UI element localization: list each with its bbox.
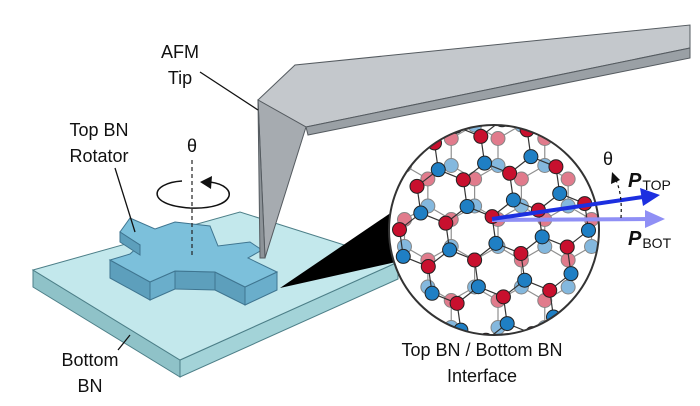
boron-atom <box>490 131 506 146</box>
theta-vector-label: θ <box>603 149 613 169</box>
boron-atom <box>495 289 511 305</box>
interface-lens <box>388 124 600 336</box>
interface-label-line1: Top BN / Bottom BN <box>401 340 562 360</box>
boron-atom <box>409 178 425 194</box>
top-bn-rotator <box>108 217 279 306</box>
p-bot-label: PBOT <box>628 228 672 251</box>
nitrogen-atom <box>523 149 539 165</box>
nitrogen-atom <box>560 279 576 295</box>
boron-atom <box>548 159 564 175</box>
nitrogen-atom <box>494 125 510 128</box>
p-top-label: PTOP <box>628 170 671 193</box>
boron-atom <box>449 295 465 311</box>
boron-atom <box>559 239 575 255</box>
interface-label-line2: Interface <box>447 366 517 386</box>
boron-atom <box>502 165 518 181</box>
nitrogen-atom <box>563 266 579 282</box>
nitrogen-atom <box>442 242 458 258</box>
bottom-label-line2: BN <box>77 376 102 396</box>
boron-atom <box>542 282 558 298</box>
boron-atom <box>420 259 436 275</box>
nitrogen-atom <box>499 316 515 332</box>
nitrogen-atom <box>517 272 533 288</box>
nitrogen-atom <box>459 199 475 215</box>
nitrogen-atom <box>552 185 568 201</box>
boron-atom <box>455 172 471 188</box>
nitrogen-atom <box>534 229 550 245</box>
boron-atom <box>392 222 408 238</box>
boron-atom <box>473 128 489 144</box>
nitrogen-atom <box>477 155 493 171</box>
nitrogen-atom <box>395 248 411 264</box>
boron-atom <box>560 171 576 187</box>
afm-label-line1: AFM <box>161 42 199 62</box>
magnifier-wedge <box>280 212 396 288</box>
nitrogen-atom <box>443 158 459 173</box>
nitrogen-atom <box>396 158 412 173</box>
nitrogen-atom <box>488 235 504 251</box>
theta-arrow-icon <box>611 172 620 184</box>
afm-tip <box>257 24 691 259</box>
nitrogen-atom <box>470 279 486 295</box>
p-bot-arrowhead-icon <box>645 210 665 228</box>
p-top-arrowhead-icon <box>640 188 660 206</box>
boron-atom <box>513 245 529 261</box>
theta-axis-label: θ <box>187 136 197 156</box>
rotation-arrow-icon <box>200 176 212 189</box>
p-top-arrow <box>491 195 644 221</box>
bottom-label-line1: Bottom <box>61 350 118 370</box>
boron-atom <box>478 332 494 335</box>
p-bot-arrow <box>491 217 651 222</box>
afm-label-line2: Tip <box>168 68 192 88</box>
rotator-label-line1: Top BN <box>69 120 128 140</box>
boron-atom <box>438 215 454 231</box>
nitrogen-atom <box>430 162 446 178</box>
boron-atom <box>467 252 483 268</box>
nitrogen-atom <box>424 285 440 301</box>
nitrogen-atom <box>580 222 596 238</box>
polarization-vectors <box>491 172 665 228</box>
nitrogen-atom <box>413 205 429 221</box>
rotation-indicator <box>156 160 230 255</box>
leader-lines <box>114 71 259 351</box>
nitrogen-atom <box>505 192 521 208</box>
rotator-label-line2: Rotator <box>69 146 128 166</box>
